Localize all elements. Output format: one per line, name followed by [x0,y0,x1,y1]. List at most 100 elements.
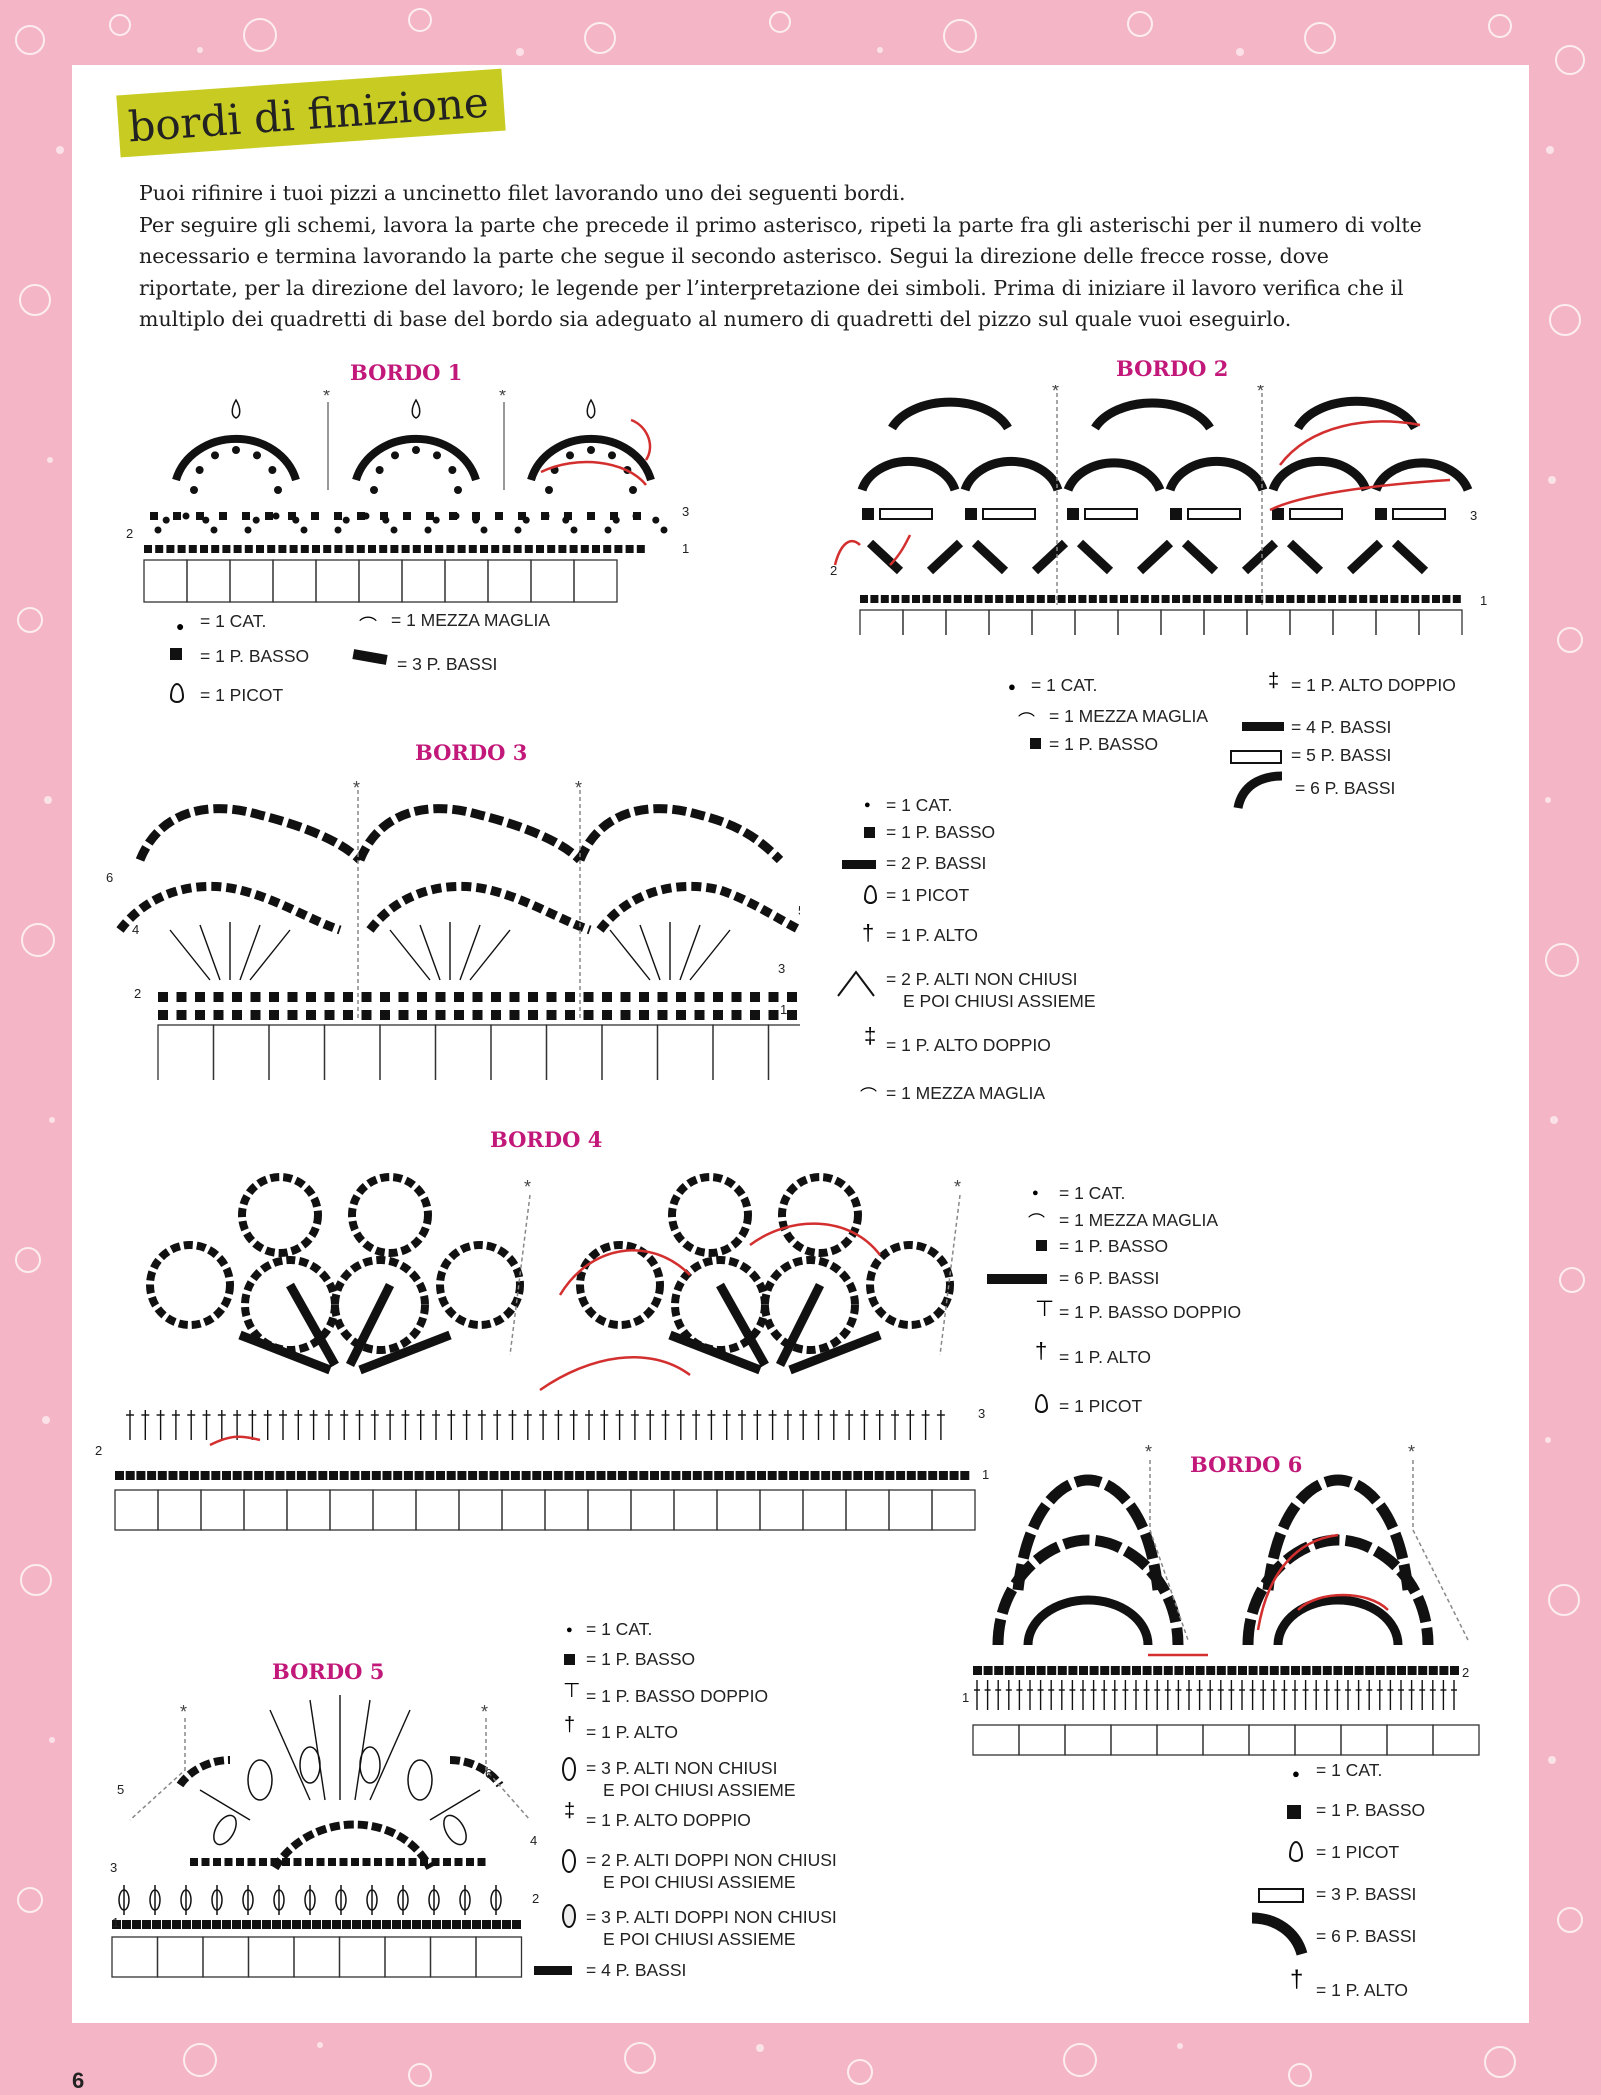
slip-stitch-icon: ⌒ [860,1087,877,1106]
bordo3-row-1: 1 [780,1002,787,1017]
bordo5-row-1: 1 [112,1915,119,1930]
bordo2-legend-6-bassi: = 6 P. BASSI [1295,778,1396,798]
treble-icon: † [1290,1966,1304,1993]
intro-paragraph-1: Puoi rifinire i tuoi pizzi a uncinetto f… [139,181,906,205]
intro-paragraph-2: Per seguire gli schemi, lavora la parte … [139,212,1422,332]
treble-icon: † [862,920,875,945]
bordo5-row-5: 5 [117,1782,124,1797]
bordo2-legend-5-bassi: = 5 P. BASSI [1291,745,1392,765]
chain-dot-icon: ● [864,799,871,811]
bordo5-legend-p-alto: = 1 P. ALTO [586,1722,678,1742]
bordo3-legend-2-bassi: = 2 P. BASSI [886,853,987,873]
bordo6-legend-6-bassi: = 6 P. BASSI [1316,1926,1417,1946]
bordo5-legend-3-alti-doppi: = 3 P. ALTI DOPPI NON CHIUSI [586,1907,837,1927]
bordo2-title: BORDO 2 [1116,356,1229,381]
page-content [72,65,1529,2023]
bordo5-legend-3-alti-cont: E POI CHIUSI ASSIEME [603,1780,796,1800]
bordo1-row-1: 1 [682,541,689,556]
bordo6-diagram: * * 2 1 [962,1442,1480,1756]
bordo5-legend-alto-doppio: = 1 P. ALTO DOPPIO [586,1810,751,1830]
bordo2-diagram: * * 3 2 1 [830,385,1487,635]
bordo2-row-2: 2 [830,563,837,578]
bordo6-legend-picot: = 1 PICOT [1316,1842,1400,1862]
bordo1-diagram: * * 2 1 3 [126,390,689,603]
chain-dot-icon: ● [1032,1187,1039,1199]
bordo6-legend-3-bassi: = 3 P. BASSI [1316,1884,1417,1904]
bordo3-legend-2-alti-cont: E POI CHIUSI ASSIEME [903,991,1096,1011]
bordo2-row-1: 1 [1480,593,1487,608]
bordo5-legend-2-alti-doppi-cont: E POI CHIUSI ASSIEME [603,1872,796,1892]
bordo3-legend-p-alto: = 1 P. ALTO [886,925,978,945]
bordo5-row-2: 2 [532,1891,539,1906]
bordo4-row-1: 1 [982,1467,989,1482]
treble-icon: † [1035,1338,1048,1363]
bordo4-star-1: * [524,1177,531,1197]
bordo4-legend-picot: = 1 PICOT [1059,1396,1143,1416]
bordo5-row-4: 4 [530,1833,537,1848]
five-sc-rect-icon [1230,750,1282,764]
single-crochet-icon [1030,738,1041,749]
six-sc-arc-icon [1251,1912,1308,1956]
bordo6-legend-p-alto: = 1 P. ALTO [1316,1980,1408,2000]
single-crochet-icon [170,648,182,660]
bordo1-row-3: 3 [682,504,689,519]
bordo5-star-1: * [180,1702,187,1722]
bordo1-legend-3-bassi: = 3 P. BASSI [397,654,498,674]
bordo3-legend-picot: = 1 PICOT [886,885,970,905]
bordo3-legend-mezza-maglia: = 1 MEZZA MAGLIA [886,1083,1046,1103]
bordo3-star-1: * [353,780,360,798]
bordo2-star-2: * [1257,385,1264,401]
bordo5-title: BORDO 5 [272,1659,385,1684]
single-crochet-icon [1287,1805,1301,1819]
bordo5-legend-cat: = 1 CAT. [586,1619,653,1639]
chain-dot-icon: ● [1008,679,1016,694]
three-trebles-cluster-icon [562,1757,576,1781]
bordo4-row-2: 2 [95,1443,102,1458]
double-treble-icon: ‡ [564,1800,576,1822]
chain-dot-icon: ● [566,1624,573,1636]
bordo5-legend-2-alti-doppi: = 2 P. ALTI DOPPI NON CHIUSI [586,1850,837,1870]
treble-icon: † [564,1714,576,1736]
bordo6-legend-p-basso: = 1 P. BASSO [1316,1800,1426,1820]
bordo5-legend-3-alti-doppi-cont: E POI CHIUSI ASSIEME [603,1929,796,1949]
six-sc-arc-icon [1233,771,1283,810]
bordo4-title: BORDO 4 [490,1127,603,1152]
bordo3-row-3: 3 [778,961,785,976]
bordo3-title: BORDO 3 [415,740,528,765]
three-sc-rect-icon [1258,1888,1304,1903]
bordo5-star-2: * [481,1702,488,1722]
bordo1-legend-mezza-maglia: = 1 MEZZA MAGLIA [391,610,551,630]
double-treble-icon: ‡ [1268,670,1280,692]
bordo2-row-3: 3 [1470,508,1477,523]
single-crochet-icon [1036,1240,1047,1251]
two-dtr-cluster-icon [562,1849,576,1873]
bordo3-legend-2-alti: = 2 P. ALTI NON CHIUSI [886,969,1078,989]
single-crochet-icon [564,1654,575,1665]
intro-text: Puoi rifinire i tuoi pizzi a uncinetto f… [139,178,1429,336]
bordo4-star-2: * [954,1177,961,1197]
bordo3-diagram: * * 6 5 4 3 2 1 [106,780,800,1080]
bordo3-legend-p-basso: = 1 P. BASSO [886,822,996,842]
bordo3-legend-alto-doppio: = 1 P. ALTO DOPPIO [886,1035,1051,1055]
picot-icon [170,683,184,703]
bordo5-row-3: 3 [110,1860,117,1875]
bordo3-row-4: 4 [132,922,139,937]
double-sc-icon: ⊤ [563,1680,581,1702]
bordo2-legend-cat: = 1 CAT. [1031,675,1098,695]
picot-icon [1035,1394,1048,1413]
bordo4-row-3: 3 [978,1406,985,1421]
bordo1-legend-picot: = 1 PICOT [200,685,284,705]
bordo6-row-2: 2 [1462,1665,1469,1680]
bordo3-row-6: 6 [106,870,113,885]
bordo4-legend-mezza-maglia: = 1 MEZZA MAGLIA [1059,1210,1219,1230]
bordo2-legend-alto-doppio: = 1 P. ALTO DOPPIO [1291,675,1456,695]
four-sc-bar-icon [534,1966,572,1975]
slip-stitch-icon: ⌒ [359,616,377,636]
bordo1-legend-p-basso: = 1 P. BASSO [200,646,310,666]
single-crochet-icon [864,827,875,838]
bordo2-legend-p-basso: = 1 P. BASSO [1049,734,1159,754]
bordo3-row-2: 2 [134,986,141,1001]
double-treble-icon: ‡ [864,1023,877,1048]
bordo3-legend-cat: = 1 CAT. [886,795,953,815]
two-sc-bar-icon [842,860,876,869]
